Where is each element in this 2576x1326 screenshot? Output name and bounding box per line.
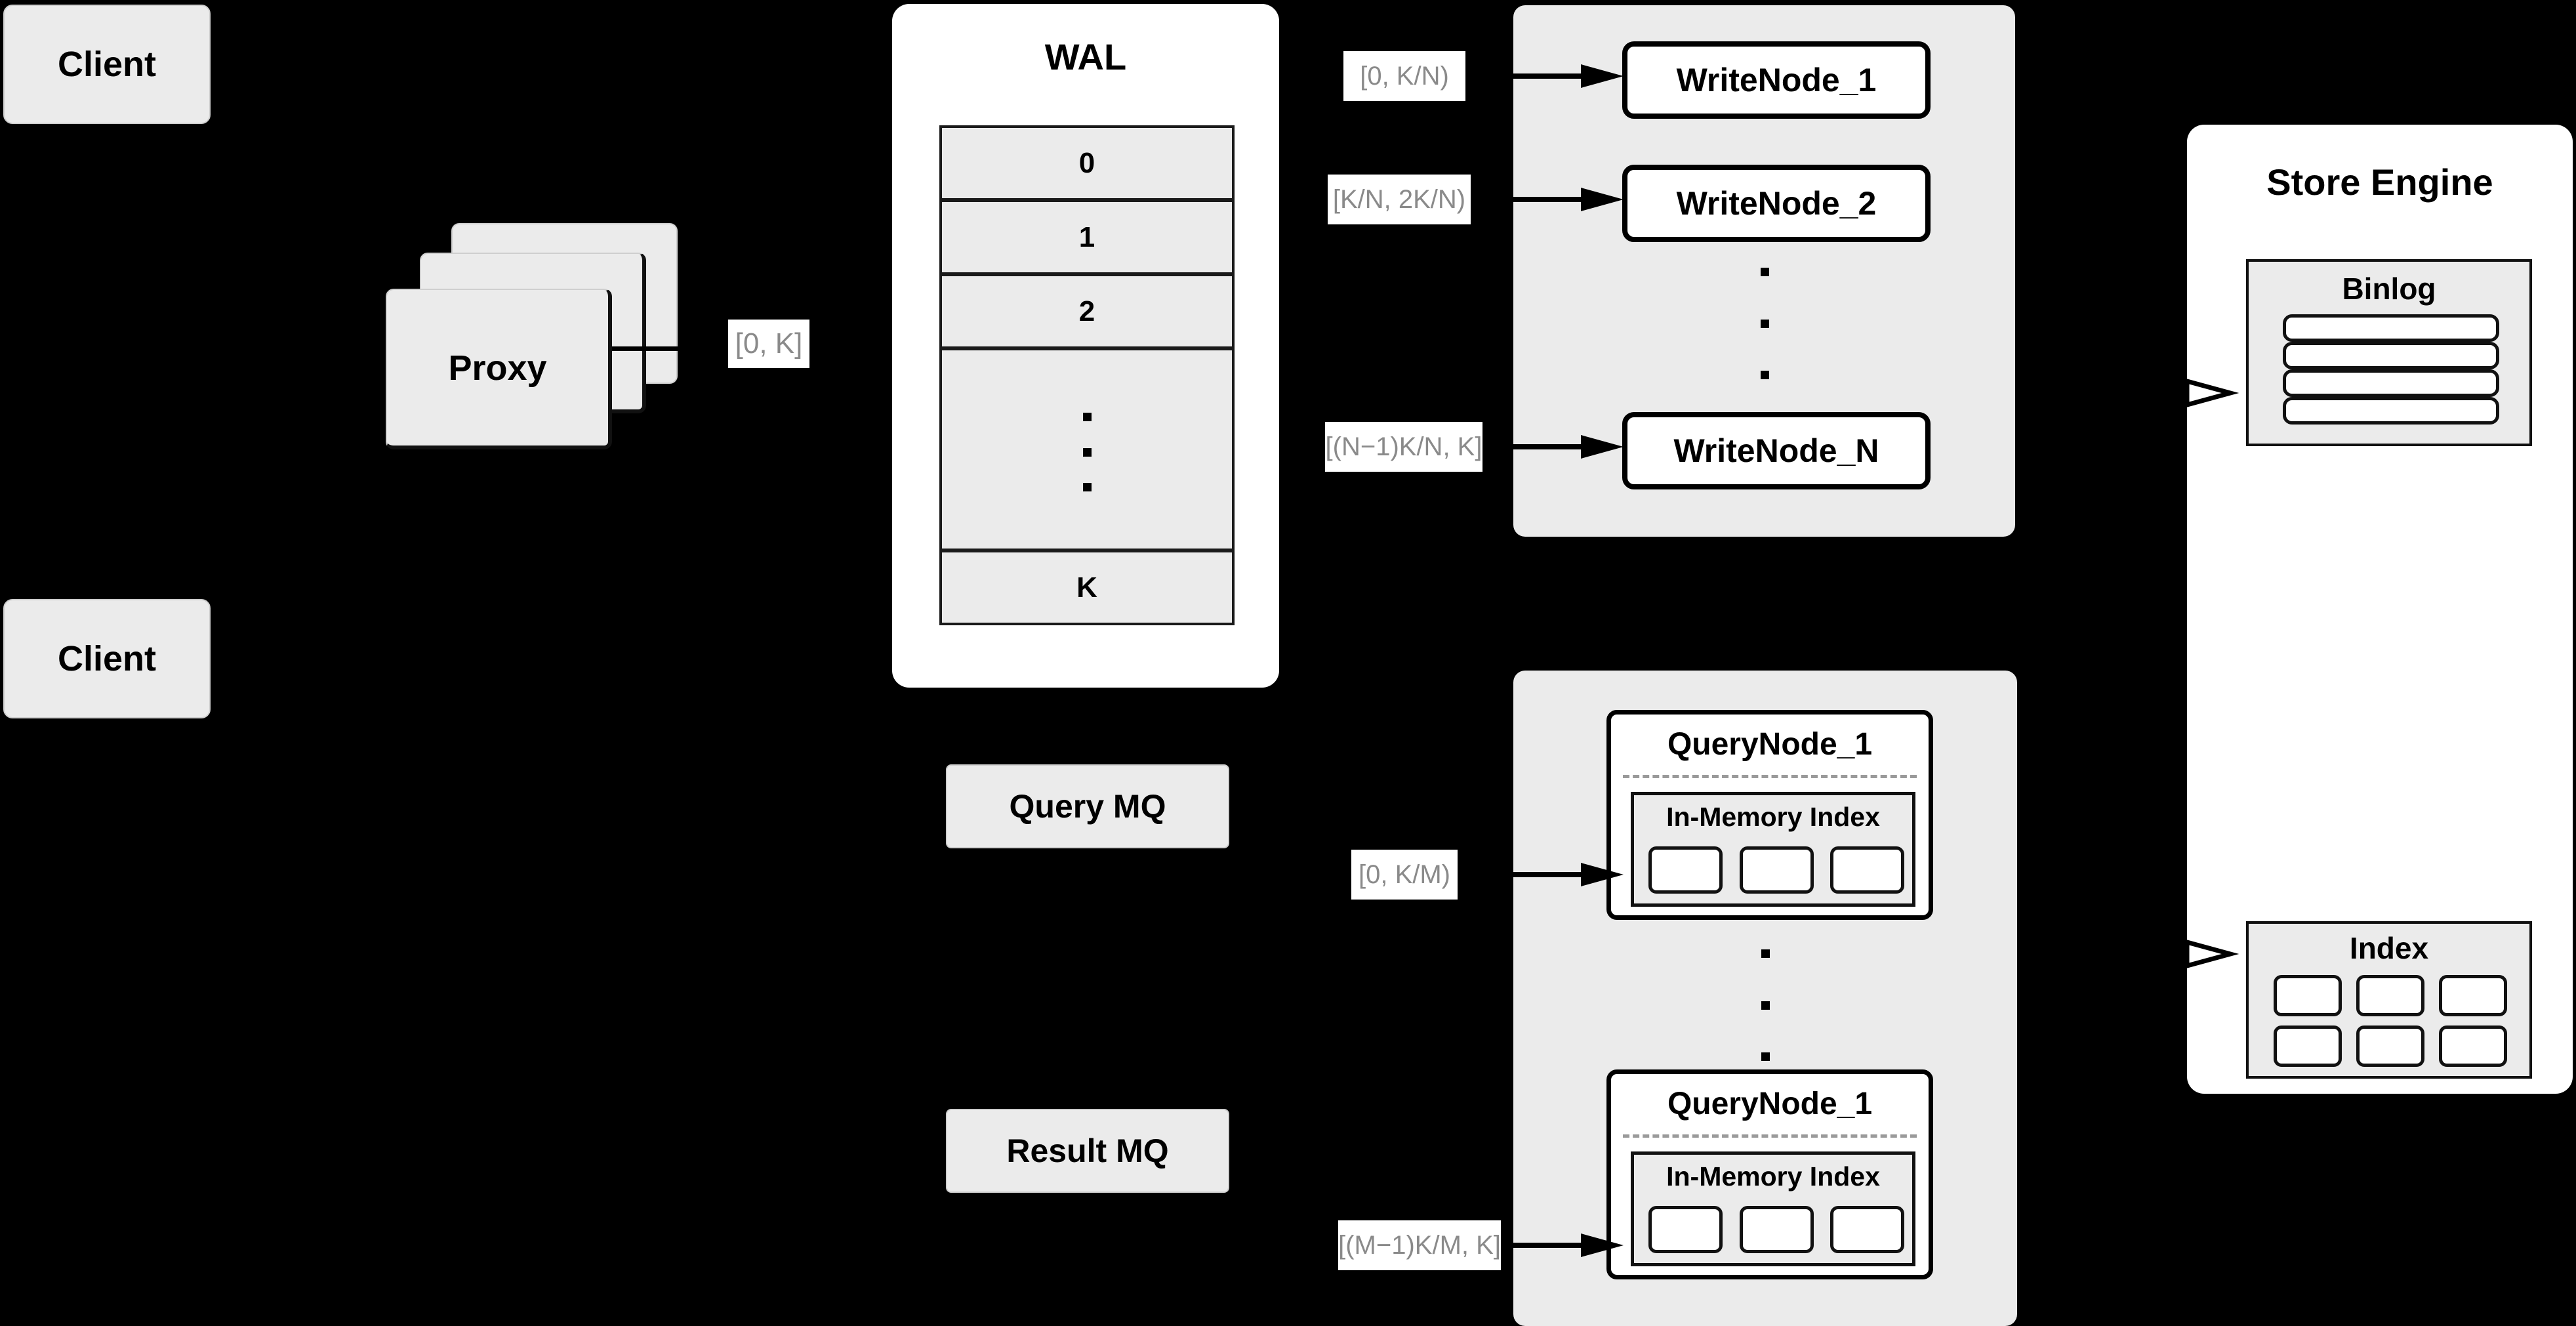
wal-entry-ellipsis xyxy=(939,348,1235,551)
edge-label-query-1: [0, K/M) xyxy=(1351,850,1458,900)
index-segment-row xyxy=(1648,1206,1904,1253)
proxy-box[interactable]: Proxy xyxy=(386,289,612,449)
write-node-group: WriteNode_1 WriteNode_2 WriteNode_N xyxy=(1513,5,2015,537)
index-title: Index xyxy=(2349,931,2429,965)
binlog-title: Binlog xyxy=(2342,272,2436,306)
wal-panel: WAL 0 1 2 K xyxy=(892,4,1279,688)
index-cell[interactable] xyxy=(2356,1026,2424,1067)
client-box-2[interactable]: Client xyxy=(3,599,211,718)
index-inbound-arrow xyxy=(2149,939,2239,969)
store-engine-panel: Store Engine Binlog Index xyxy=(2187,125,2573,1094)
wal-entry[interactable]: K xyxy=(939,550,1235,625)
edge-label-write-2: [K/N, 2K/N) xyxy=(1328,175,1471,224)
proxy-to-wal-line xyxy=(612,346,697,351)
in-memory-index-label: In-Memory Index xyxy=(1666,802,1880,832)
proxy-label: Proxy xyxy=(448,348,547,388)
query-node-label: QueryNode_1 xyxy=(1667,727,1873,762)
edge-label-write-n: [(N−1)K/N, K] xyxy=(1325,422,1482,472)
in-memory-index-label: In-Memory Index xyxy=(1666,1161,1880,1191)
store-engine-title: Store Engine xyxy=(2266,161,2493,203)
index-cell[interactable] xyxy=(2274,1026,2342,1067)
write-node-n[interactable]: WriteNode_N xyxy=(1622,412,1931,489)
index-segment[interactable] xyxy=(1830,1206,1904,1253)
wal-entry-list: 0 1 2 K xyxy=(939,125,1235,629)
query-node-group: QueryNode_1 In-Memory Index QueryNode_1 … xyxy=(1513,671,2017,1326)
index-segment[interactable] xyxy=(1648,846,1723,894)
result-mq-label: Result MQ xyxy=(1006,1132,1169,1169)
edge-label-proxy-to-wal: [0, K] xyxy=(728,320,809,368)
wal-title: WAL xyxy=(1044,36,1127,77)
binlog-box: Binlog xyxy=(2246,259,2532,446)
binlog-row[interactable] xyxy=(2283,397,2499,425)
wal-entry[interactable]: 0 xyxy=(939,125,1235,201)
query-node-1[interactable]: QueryNode_1 In-Memory Index xyxy=(1606,710,1933,920)
wal-entry[interactable]: 1 xyxy=(939,199,1235,275)
client-box-1[interactable]: Client xyxy=(3,5,211,124)
binlog-inbound-arrow xyxy=(2149,378,2239,408)
binlog-row[interactable] xyxy=(2283,342,2499,369)
vertical-ellipsis-icon xyxy=(1083,413,1092,491)
in-memory-index-m: In-Memory Index xyxy=(1631,1151,1915,1266)
index-cell-grid xyxy=(2274,975,2507,1067)
result-mq-box[interactable]: Result MQ xyxy=(946,1109,1229,1193)
write-node-2[interactable]: WriteNode_2 xyxy=(1622,165,1931,242)
binlog-row[interactable] xyxy=(2283,314,2499,342)
index-cell[interactable] xyxy=(2439,975,2507,1016)
query-node-label: QueryNode_1 xyxy=(1667,1087,1873,1121)
query-node-m[interactable]: QueryNode_1 In-Memory Index xyxy=(1606,1069,1933,1279)
index-segment[interactable] xyxy=(1830,846,1904,894)
vertical-ellipsis-icon xyxy=(1761,949,1770,1061)
query-node-divider xyxy=(1623,1134,1917,1138)
binlog-row[interactable] xyxy=(2283,369,2499,397)
edge-label-query-m: [(M−1)K/M, K] xyxy=(1338,1220,1501,1270)
write-node-1[interactable]: WriteNode_1 xyxy=(1622,41,1931,119)
client-label: Client xyxy=(57,639,156,678)
query-mq-box[interactable]: Query MQ xyxy=(946,764,1229,848)
index-segment[interactable] xyxy=(1739,846,1814,894)
index-segment[interactable] xyxy=(1739,1206,1814,1253)
binlog-row-list xyxy=(2283,314,2499,425)
index-cell[interactable] xyxy=(2356,975,2424,1016)
index-cell[interactable] xyxy=(2439,1026,2507,1067)
edge-label-write-1: [0, K/N) xyxy=(1343,51,1465,101)
wal-entry[interactable]: 2 xyxy=(939,274,1235,349)
client-label: Client xyxy=(57,45,156,84)
vertical-ellipsis-icon xyxy=(1760,268,1769,379)
index-cell[interactable] xyxy=(2274,975,2342,1016)
index-segment[interactable] xyxy=(1648,1206,1723,1253)
index-segment-row xyxy=(1648,846,1904,894)
index-box: Index xyxy=(2246,921,2532,1079)
in-memory-index-1: In-Memory Index xyxy=(1631,792,1915,907)
query-mq-label: Query MQ xyxy=(1009,788,1166,825)
query-node-divider xyxy=(1623,775,1917,778)
